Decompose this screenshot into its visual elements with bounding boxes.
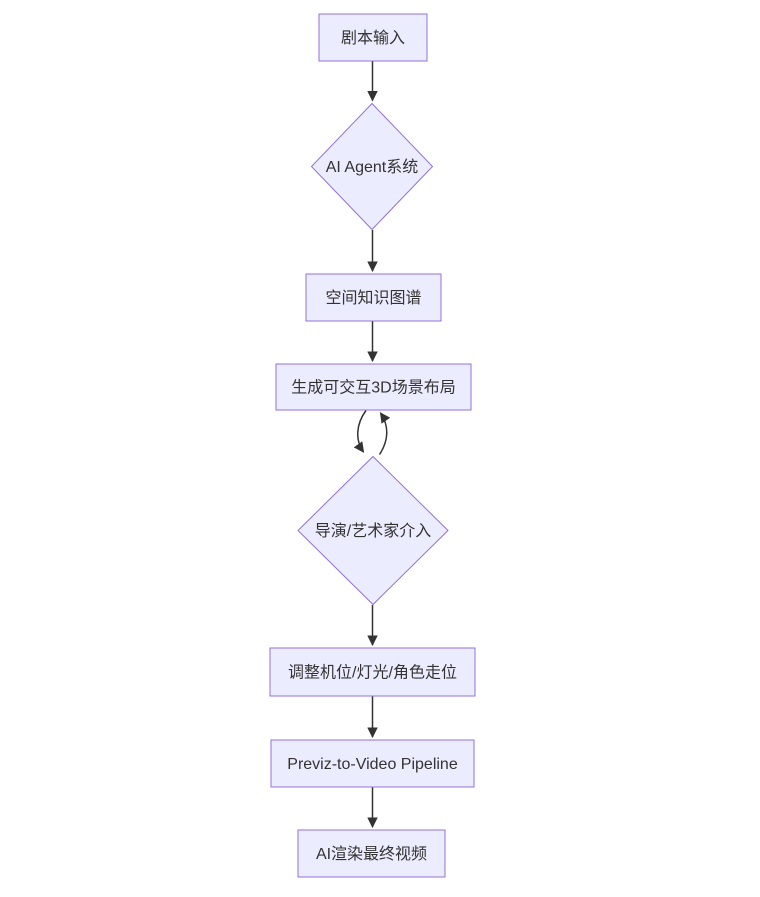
node-ai-render: AI渲染最终视频 <box>297 829 446 878</box>
node-adjust-blocking: 调整机位/灯光/角色走位 <box>269 647 476 697</box>
node-spatial-knowledge-graph-label: 空间知识图谱 <box>325 289 421 307</box>
node-director-artist-label: 导演/艺术家介入 <box>315 522 431 540</box>
node-director-artist: 导演/艺术家介入 <box>297 455 449 606</box>
node-script-input: 剧本输入 <box>318 13 428 62</box>
node-previz-pipeline: Previz-to-Video Pipeline <box>270 739 475 788</box>
node-script-input-label: 剧本输入 <box>341 29 405 47</box>
node-ai-render-label: AI渲染最终视频 <box>316 845 427 863</box>
node-adjust-blocking-label: 调整机位/灯光/角色走位 <box>288 664 457 682</box>
node-ai-agent-system-label: AI Agent系统 <box>326 158 419 176</box>
node-spatial-knowledge-graph-shape <box>305 273 442 322</box>
node-adjust-blocking-shape <box>269 647 476 697</box>
node-scene-layout-label: 生成可交互3D场景布局 <box>291 379 455 397</box>
edges-layer <box>353 61 391 829</box>
node-ai-agent-system: AI Agent系统 <box>310 102 434 231</box>
node-scene-layout: 生成可交互3D场景布局 <box>275 363 472 411</box>
node-spatial-knowledge-graph: 空间知识图谱 <box>305 273 442 322</box>
edge-director-to-layout-loop <box>378 412 391 455</box>
node-ai-agent-system-shape <box>310 102 434 231</box>
edge-layout-to-director-loop <box>353 410 367 453</box>
node-ai-render-shape <box>297 829 446 878</box>
node-director-artist-shape <box>297 455 449 606</box>
node-previz-pipeline-shape <box>270 739 475 788</box>
node-previz-pipeline-label: Previz-to-Video Pipeline <box>287 756 458 773</box>
node-scene-layout-shape <box>275 363 472 411</box>
node-script-input-shape <box>318 13 428 62</box>
